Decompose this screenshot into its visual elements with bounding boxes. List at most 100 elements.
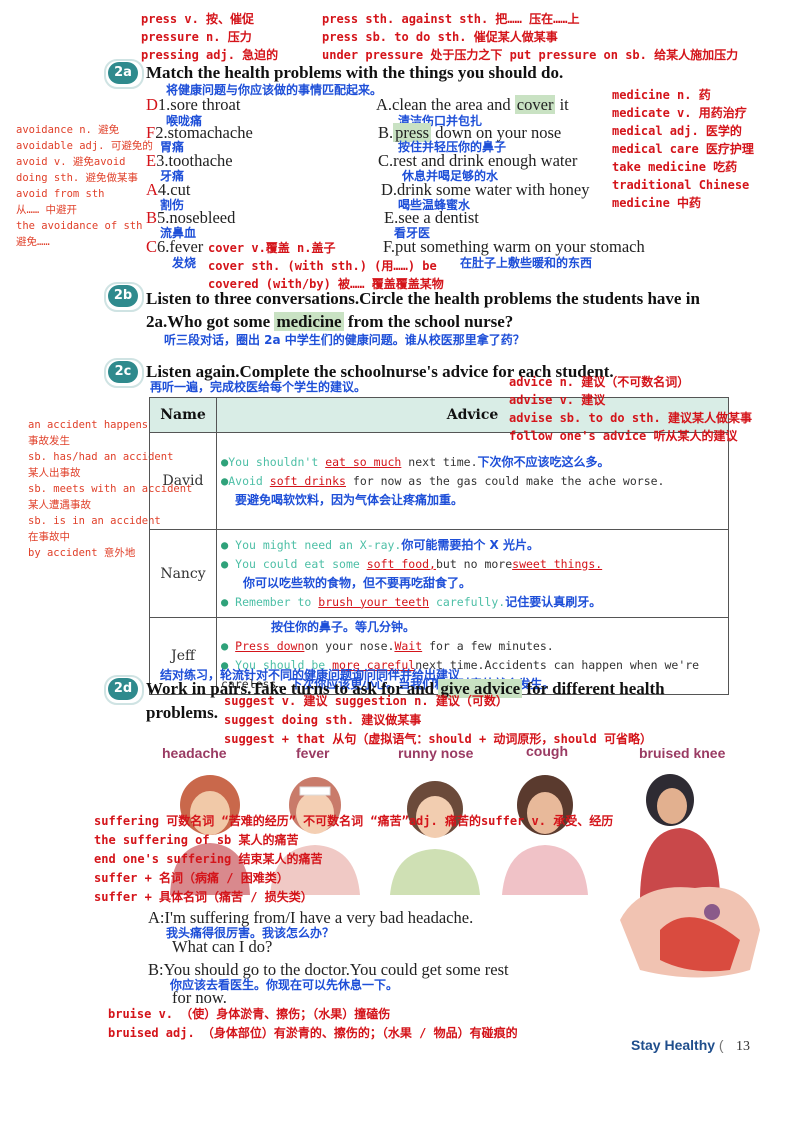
- note-line: sb. has/had an accident: [28, 451, 174, 463]
- section-2a-title: Match the health problems with the thing…: [146, 63, 564, 82]
- note-line: sb. is in an accident: [28, 515, 161, 527]
- answer-text: more careful: [332, 658, 416, 672]
- answer-text: Wait: [394, 639, 423, 653]
- dialog-line-a-2: What can I do?: [172, 937, 273, 956]
- note-line: 从…… 中避开: [16, 204, 77, 216]
- note-press-4: press sth. against sth. 把…… 压在……上: [322, 12, 580, 26]
- note-press-6: under pressure 处于压力之下 put pressure on sb…: [322, 48, 739, 62]
- note-line: bruised adj. （身体部位）有淤青的、擦伤的；（水果 / 物品）有碰痕…: [108, 1026, 518, 1040]
- action-cn: 喝些温蜂蜜水: [398, 198, 471, 212]
- note-press-3: pressing adj. 急迫的: [141, 48, 279, 62]
- note-line: avoid v. 避免avoid: [16, 156, 126, 168]
- note-line: avoidable adj. 可避免的: [16, 140, 153, 152]
- note-line: the avoidance of sth: [16, 220, 143, 232]
- section-badge-2d: 2d: [104, 675, 144, 705]
- problem-text: 3.toothache: [156, 151, 233, 170]
- note-line: avoid from sth: [16, 188, 105, 200]
- note-line: suggest + that 从句（虚拟语气：should + 动词原形，sho…: [224, 732, 652, 746]
- answer-text: brush your teeth: [318, 594, 430, 609]
- bruised-knee-illustration: [620, 774, 760, 978]
- note-line: 事故发生: [28, 435, 70, 447]
- bullet-icon: ●: [221, 454, 229, 469]
- dialog-line-a-cn: 我头痛得很厉害。我该怎么办？: [166, 926, 335, 940]
- note-line: suffer + 名词（病痛 / 困难类）: [94, 871, 289, 885]
- action-item: A.clean the area and cover it: [376, 95, 569, 114]
- fever-person: [270, 777, 360, 895]
- problem-text: 4.cut: [157, 180, 191, 199]
- note-press-1: press v. 按、催促: [141, 12, 255, 26]
- problem-cn: 割伤: [160, 198, 185, 212]
- note-line: covered (with/by) 被…… 覆盖覆盖某物: [208, 277, 444, 291]
- highlight-word: medicine: [274, 312, 344, 331]
- section-2d-title-line2: problems.: [146, 703, 218, 722]
- note-line: doing sth. 避免做某事: [16, 172, 139, 184]
- note-press-2: pressure n. 压力: [141, 30, 252, 44]
- col-header-advice: Advice: [216, 397, 729, 433]
- note-line: suffering 可数名词 “苦难的经历” 不可数名词 “痛苦”adj. 痛苦…: [94, 814, 614, 828]
- note-line: take medicine 吃药: [612, 160, 738, 174]
- note-line: cover sth. (with sth.) (用……) be: [208, 259, 437, 273]
- problem-label: cough: [526, 743, 568, 759]
- note-line: 某人遭遇事故: [28, 499, 91, 511]
- cough-person: [502, 775, 588, 895]
- student-name: Jeff: [149, 617, 217, 695]
- problem-item: A4.cut: [146, 180, 190, 200]
- dialog-line-b-cn: 你应该去看医生。你现在可以先休息一下。: [170, 978, 399, 992]
- action-item: F.put something warm on your stomach: [383, 237, 645, 256]
- section-2b-title: Listen to three conversations.Circle the…: [146, 289, 700, 331]
- problem-cn: 胃痛: [160, 140, 185, 154]
- section-2c-title: Listen again.Complete the schoolnurse's …: [146, 362, 614, 381]
- dialog-line-b: B:You should go to the doctor.You could …: [148, 960, 509, 979]
- section-2a-title-cn: 将健康问题与你应该做的事情匹配起来。: [166, 83, 383, 97]
- answer-text: eat so much: [325, 454, 402, 469]
- action-item: B.press down on your nose: [378, 123, 562, 142]
- bullet-icon: ●: [221, 537, 229, 552]
- problem-text: 6.fever: [157, 237, 204, 256]
- note-line: suggest doing sth. 建议做某事: [224, 713, 422, 727]
- note-line: traditional Chinese: [612, 178, 750, 192]
- footer-unit-title: Stay Healthy (: [631, 1037, 724, 1053]
- action-cn: 按住并轻压你的鼻子: [398, 140, 507, 154]
- action-item: D.drink some water with honey: [381, 180, 590, 199]
- note-line: suffer + 具体名词（痛苦 / 损失类）: [94, 890, 313, 904]
- answer-text: sweet things.: [512, 556, 603, 571]
- problem-cn: 喉咙痛: [166, 114, 203, 128]
- section-2d-title: Work in pairs.Take turns to ask for and …: [146, 679, 665, 698]
- note-line: advise sb. to do sth. 建议某人做某事: [509, 411, 752, 425]
- table-row: David ●You shouldn't eat so much next ti…: [149, 432, 729, 530]
- student-name: Nancy: [149, 529, 217, 618]
- patients-illustration: [170, 775, 588, 895]
- note-line: 某人出事故: [28, 467, 81, 479]
- problem-label: bruised knee: [639, 745, 726, 761]
- note-line: bruise v. （使）身体淤青、擦伤；（水果）撞磕伤: [108, 1007, 391, 1021]
- problem-item: B5.nosebleed: [146, 208, 235, 228]
- note-line: medicine 中药: [612, 196, 702, 210]
- bullet-icon: ●: [221, 639, 229, 653]
- advice-cell: ●You shouldn't eat so much next time.下次你…: [216, 432, 729, 530]
- note-line: advise v. 建议: [509, 393, 606, 407]
- note-line: 在事故中: [28, 531, 70, 543]
- table-header-row: Name Advice: [149, 397, 729, 433]
- answer-letter: F: [146, 123, 156, 142]
- note-line: 避免……: [16, 236, 50, 248]
- answer-text: Press down: [235, 639, 305, 653]
- section-2b-title-cn: 听三段对话，圈出 2a 中学生们的健康问题。谁从校医那里拿了药？: [164, 333, 525, 347]
- note-line: medicine n. 药: [612, 88, 711, 102]
- note-line: the suffering of sb 某人的痛苦: [94, 833, 299, 847]
- answer-letter: C: [146, 237, 158, 256]
- section-2d-title-cn: 结对练习，轮流针对不同的健康问题询问同伴并给出建议: [160, 668, 461, 682]
- answer-letter: B: [146, 208, 158, 227]
- answer-letter: A: [146, 180, 158, 199]
- dialog-line-b-2: for now.: [172, 988, 227, 1007]
- bullet-icon: ●: [221, 658, 229, 672]
- problem-item: D1.sore throat: [146, 95, 240, 115]
- table-row: Nancy ● You might need an X-ray.你可能需要拍个 …: [149, 529, 729, 618]
- section-2c-title-cn: 再听一遍，完成校医给每个学生的建议。: [150, 380, 367, 394]
- highlight-word: press: [393, 123, 432, 142]
- section-badge-2c: 2c: [104, 358, 144, 388]
- action-cn: 看牙医: [394, 226, 431, 240]
- action-cn: 休息并喝足够的水: [402, 169, 499, 183]
- note-line: avoidance n. 避免: [16, 124, 120, 136]
- section-badge-2b: 2b: [104, 282, 144, 312]
- answer-letter: D: [146, 95, 158, 114]
